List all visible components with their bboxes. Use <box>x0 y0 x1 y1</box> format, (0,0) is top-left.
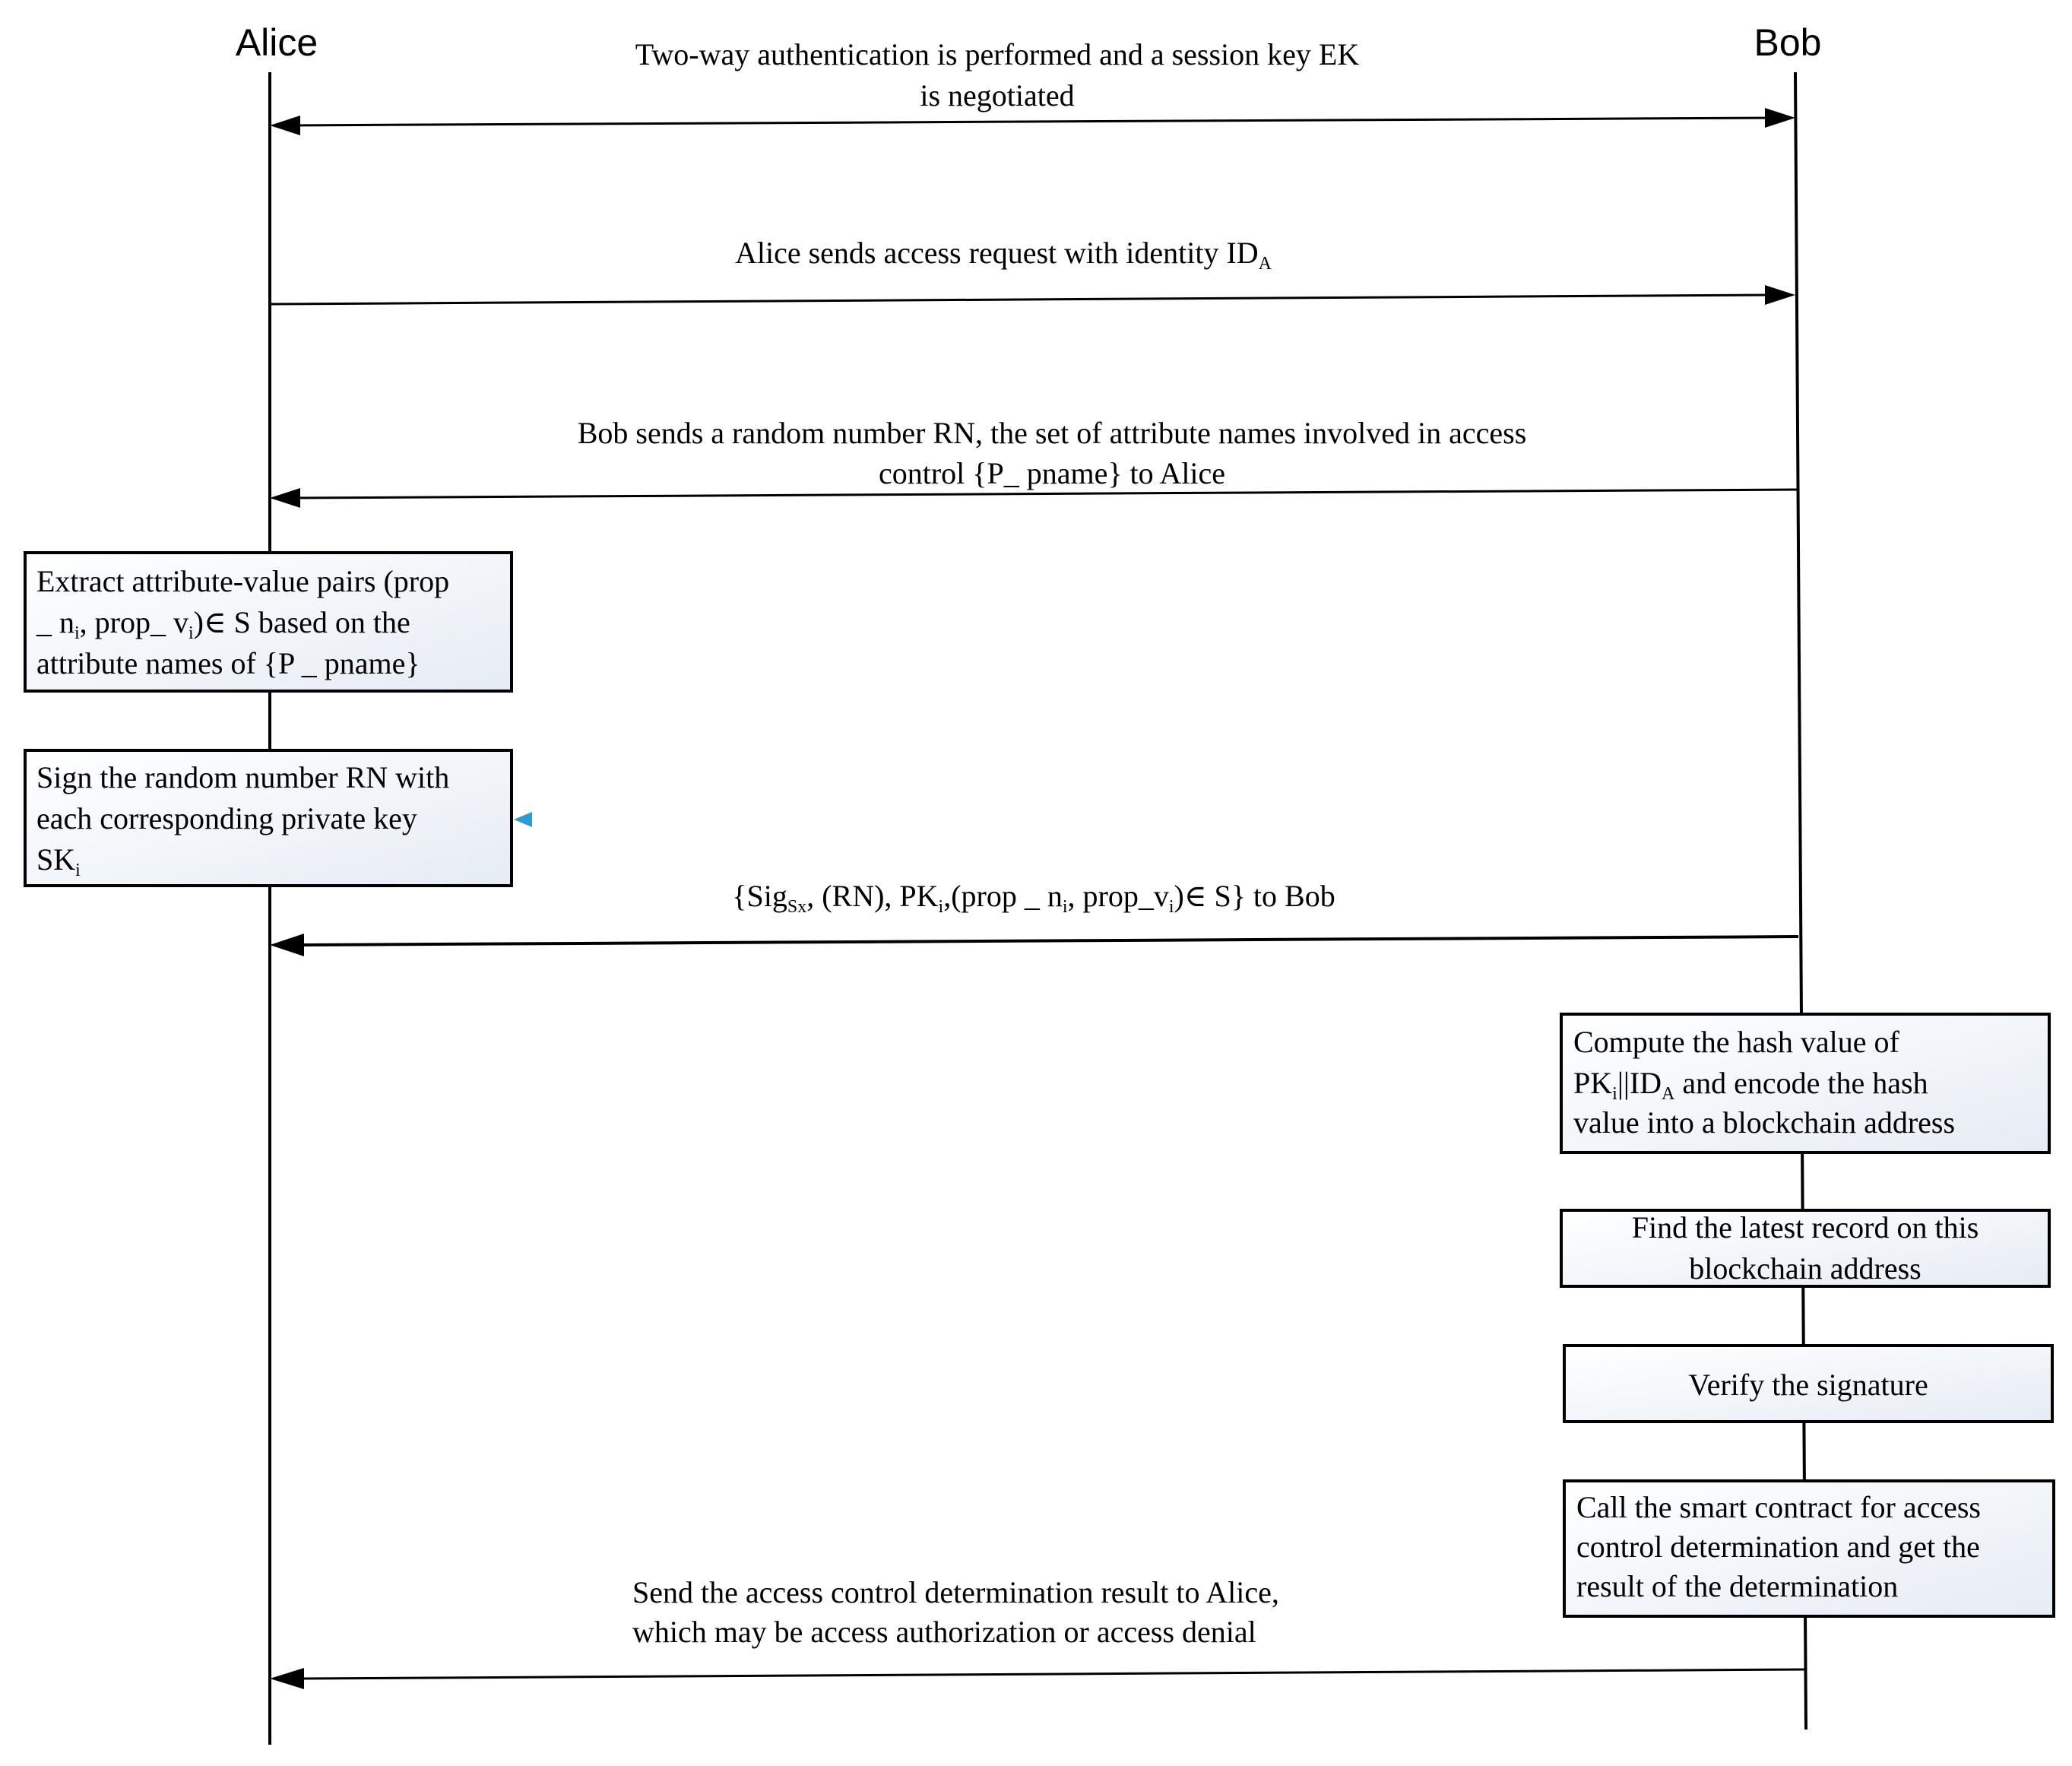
message-5-label-line1: Send the access control determination re… <box>632 1575 1279 1609</box>
alice-extract-line2: _ ni, prop_ vi)∈ S based on the <box>36 605 410 643</box>
message-2-label: Alice sends access request with identity… <box>735 236 1272 274</box>
message-1-label-line2: is negotiated <box>920 78 1074 113</box>
message-2-arrow <box>269 293 1772 306</box>
message-5-arrowhead <box>270 1668 304 1689</box>
message-5-arrow <box>303 1668 1807 1680</box>
message-4-arrowhead <box>270 934 304 956</box>
alice-sign-line1: Sign the random number RN with <box>36 760 449 794</box>
bob-find-box <box>1560 1209 2051 1288</box>
bob-hash-line2: PKi||IDA and encode the hash <box>1573 1066 1928 1104</box>
alice-sign-line3: SKi <box>36 842 81 880</box>
message-1-arrowhead-right <box>1765 108 1795 128</box>
actor-alice-label: Alice <box>236 21 318 64</box>
bob-lifeline <box>1794 71 1807 1730</box>
message-1-arrow <box>280 116 1781 127</box>
message-2-arrowhead <box>1765 285 1795 305</box>
message-4-label: {SigSx, (RN), PKi,(prop _ ni, prop_vi)∈ … <box>732 879 1335 917</box>
bob-hash-box <box>1560 1013 2051 1154</box>
message-1-arrowhead-left <box>270 116 300 135</box>
message-3-label-line2: control {P_ pname} to Alice <box>879 456 1225 490</box>
message-1-label-line1: Two-way authentication is performed and … <box>635 37 1360 71</box>
alice-sign-box <box>24 749 513 887</box>
message-3-label-line1: Bob sends a random number RN, the set of… <box>578 416 1527 450</box>
bob-hash-line1: Compute the hash value of <box>1573 1025 1899 1059</box>
alice-extract-box <box>24 551 513 693</box>
bob-find-line2: blockchain address <box>1689 1251 1921 1286</box>
message-3-arrowhead <box>270 488 300 508</box>
message-3-arrow <box>296 488 1799 499</box>
bob-contract-box <box>1563 1479 2055 1618</box>
bob-contract-line3: result of the determination <box>1576 1569 1898 1603</box>
bob-hash-line3: value into a blockchain address <box>1573 1105 1955 1140</box>
bob-verify-box <box>1563 1344 2054 1423</box>
actor-bob-label: Bob <box>1754 21 1822 64</box>
bob-contract-line1: Call the smart contract for access <box>1576 1490 1981 1524</box>
bob-find-line1: Find the latest record on this <box>1632 1210 1979 1244</box>
connector-marker-icon <box>514 812 532 827</box>
bob-contract-line2: control determination and get the <box>1576 1530 1980 1564</box>
alice-extract-line3: attribute names of {P _ pname} <box>36 646 420 680</box>
message-4-arrow <box>303 935 1799 946</box>
message-5-label-line2: which may be access authorization or acc… <box>632 1615 1256 1649</box>
bob-verify-line1: Verify the signature <box>1688 1368 1928 1402</box>
alice-extract-line1: Extract attribute-value pairs (prop <box>36 564 449 598</box>
alice-sign-line2: each corresponding private key <box>36 801 417 835</box>
